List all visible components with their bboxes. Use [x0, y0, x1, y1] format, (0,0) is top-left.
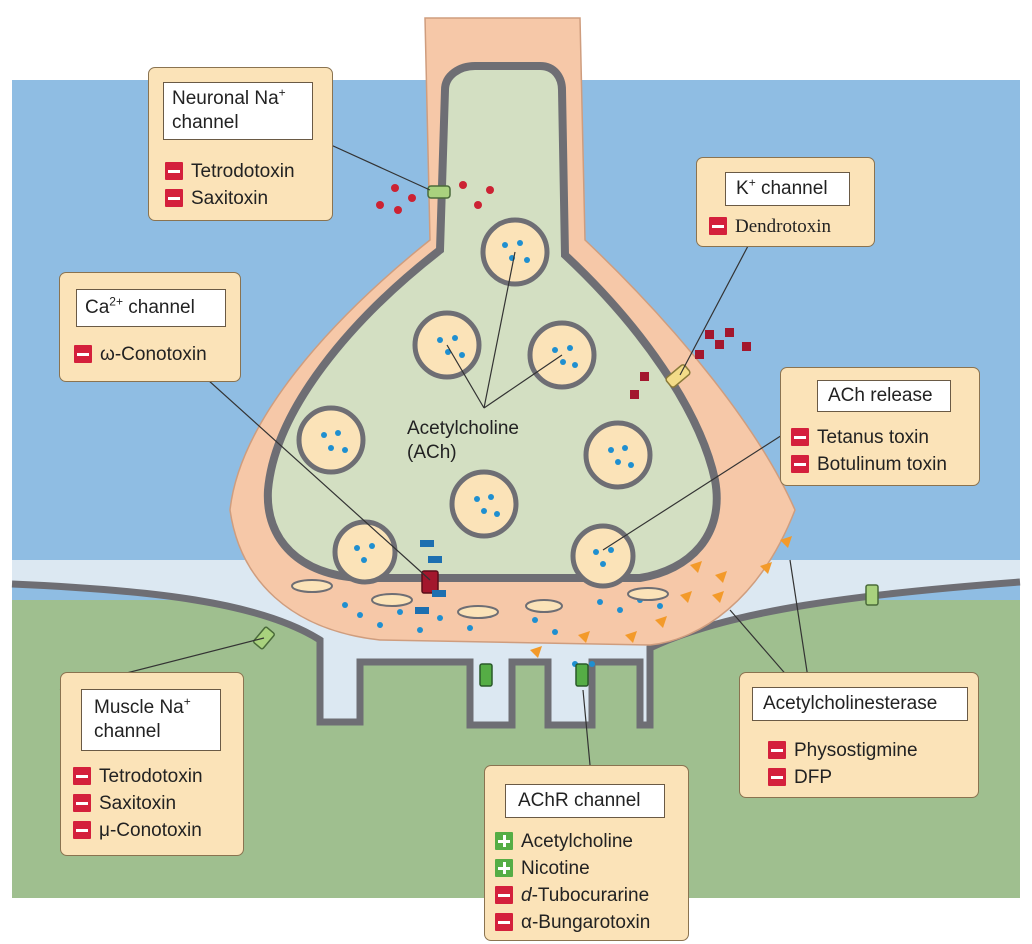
acetylcholine-label-line1: Acetylcholine	[407, 418, 519, 439]
k-channel-title-sup: +	[748, 175, 756, 190]
ca-channel-title: Ca2+ channel	[76, 289, 226, 327]
minus-icon	[73, 794, 91, 812]
ach-release-item-2: Botulinum toxin	[791, 453, 947, 477]
ach-release-title-text: ACh release	[828, 385, 933, 406]
muscle-na-title: Muscle Na+ channel	[81, 689, 221, 751]
k-channel	[665, 364, 691, 388]
k-channel-title-text: K	[736, 178, 749, 199]
muscle-na-item-3: μ-Conotoxin	[73, 819, 202, 843]
minus-icon	[495, 913, 513, 931]
item-text: -Tubocurarine	[531, 885, 650, 906]
minus-icon	[768, 768, 786, 786]
ach-release-callout: ACh release Tetanus toxin Botulinum toxi…	[780, 367, 980, 486]
item-text: Dendrotoxin	[735, 216, 832, 237]
postsynaptic-membrane	[11, 578, 1021, 729]
item-text: ω-Conotoxin	[100, 344, 207, 365]
item-text: Botulinum toxin	[817, 454, 947, 475]
ache-title: Acetylcholinesterase	[752, 687, 968, 721]
achr-channel-2	[575, 663, 589, 687]
k-channel-item-1: Dendrotoxin	[709, 215, 831, 239]
achr-channel-1	[479, 663, 493, 687]
minus-icon	[74, 345, 92, 363]
neuronal-na-title-line2: channel	[172, 112, 239, 133]
neuronal-na-callout: Neuronal Na+ channel Tetrodotoxin Saxito…	[148, 67, 333, 221]
conotoxin-molecules	[415, 540, 446, 614]
na-toxin-molecules	[376, 181, 494, 214]
ca-channel-callout: Ca2+ channel ω-Conotoxin	[59, 272, 241, 382]
muscle-na-channel-right	[865, 584, 879, 606]
k-channel-callout: K+ channel Dendrotoxin	[696, 157, 875, 247]
item-text: μ-Conotoxin	[99, 820, 202, 841]
item-text: Tetrodotoxin	[99, 766, 203, 787]
neuronal-na-title-sup: +	[278, 85, 286, 100]
neuronal-na-item-1: Tetrodotoxin	[165, 160, 295, 184]
ca-channel-title-rest: channel	[122, 297, 195, 318]
minus-icon	[709, 217, 727, 235]
ach-release-item-1: Tetanus toxin	[791, 426, 929, 450]
ach-release-title: ACh release	[817, 380, 951, 412]
italic-prefix: d	[521, 885, 532, 906]
k-channel-title-rest: channel	[755, 178, 828, 199]
item-text: DFP	[794, 767, 832, 788]
ca-channel-title-text: Ca	[85, 297, 110, 318]
minus-icon	[165, 162, 183, 180]
k-channel-title: K+ channel	[725, 172, 850, 206]
item-text: Tetanus toxin	[817, 427, 929, 448]
muscle-na-item-2: Saxitoxin	[73, 792, 176, 816]
ca-channel-item-1: ω-Conotoxin	[74, 343, 207, 367]
muscle-na-title-sup: +	[183, 694, 191, 709]
minus-icon	[165, 189, 183, 207]
minus-icon	[73, 767, 91, 785]
ache-item-2: DFP	[768, 766, 832, 790]
neuronal-na-title: Neuronal Na+ channel	[163, 82, 313, 140]
ache-callout: Acetylcholinesterase Physostigmine DFP	[739, 672, 979, 798]
synaptic-vesicles	[296, 217, 653, 589]
ache-item-1: Physostigmine	[768, 739, 918, 763]
muscle-na-callout: Muscle Na+ channel Tetrodotoxin Saxitoxi…	[60, 672, 244, 856]
achr-item-2: Nicotine	[495, 857, 590, 881]
plus-icon	[495, 859, 513, 877]
muscle-na-item-1: Tetrodotoxin	[73, 765, 203, 789]
item-text: Saxitoxin	[99, 793, 177, 814]
item-text: Nicotine	[521, 858, 590, 879]
achr-title-text: AChR channel	[518, 790, 641, 811]
ache-title-text: Acetylcholinesterase	[763, 693, 938, 714]
achr-item-4: α-Bungarotoxin	[495, 911, 650, 935]
acetylcholine-label-line2: (ACh)	[407, 442, 457, 463]
acetylcholine-label: Acetylcholine (ACh)	[407, 417, 519, 465]
dendrotoxin-molecules	[630, 328, 751, 399]
item-text: Physostigmine	[794, 740, 918, 761]
ca-channel-title-sup: 2+	[109, 294, 123, 309]
minus-icon	[791, 455, 809, 473]
achr-title: AChR channel	[505, 784, 665, 818]
minus-icon	[495, 886, 513, 904]
minus-icon	[791, 428, 809, 446]
muscle-na-title-text: Muscle Na	[94, 697, 184, 718]
achr-callout: AChR channel Acetylcholine Nicotine d-Tu…	[484, 765, 689, 941]
basal-lamina-ovals	[291, 579, 669, 619]
minus-icon	[768, 741, 786, 759]
muscle-na-title-line2: channel	[94, 721, 161, 742]
neuronal-na-item-2: Saxitoxin	[165, 187, 268, 211]
achr-item-1: Acetylcholine	[495, 830, 633, 854]
achr-item-3: d-Tubocurarine	[495, 884, 649, 908]
acetylcholinesterase-molecules	[530, 536, 792, 658]
ach-molecules	[321, 240, 663, 667]
neuronal-na-channel	[427, 185, 451, 199]
item-text: Acetylcholine	[521, 831, 633, 852]
item-text: Saxitoxin	[191, 188, 269, 209]
item-text: α-Bungarotoxin	[521, 912, 651, 933]
neuronal-na-title-text: Neuronal Na	[172, 88, 279, 109]
minus-icon	[73, 821, 91, 839]
plus-icon	[495, 832, 513, 850]
item-text: Tetrodotoxin	[191, 161, 295, 182]
